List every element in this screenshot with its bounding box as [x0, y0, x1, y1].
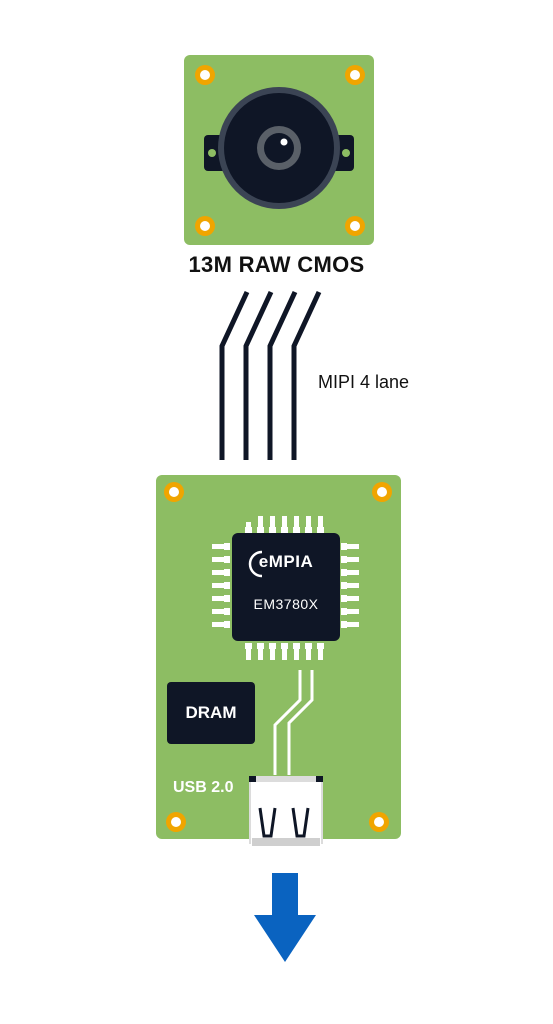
main-mounting-holes [164, 482, 392, 832]
mipi-lane [243, 290, 274, 460]
camera-lens-icon [204, 87, 354, 209]
chip-pins [212, 516, 359, 660]
mipi-lane [219, 290, 250, 460]
dram-chip [167, 682, 255, 744]
usb-trace [287, 670, 314, 775]
usb-port-icon [249, 776, 323, 846]
usb-label: USB 2.0 [173, 779, 234, 796]
chip-brand-logo-icon [248, 550, 263, 578]
usb-trace [273, 670, 302, 775]
dram-label: DRAM [185, 703, 237, 722]
mipi-label: MIPI 4 lane [318, 372, 410, 392]
usb-traces [273, 670, 314, 775]
mipi-lane [291, 290, 322, 460]
camera-mounting-holes [195, 65, 365, 236]
down-arrow-icon [254, 873, 316, 962]
mipi-lanes [219, 290, 322, 460]
chip-brand-label: eMPIA [258, 552, 314, 571]
camera-label: 13M RAW CMOS [188, 252, 365, 277]
mipi-lane [267, 290, 298, 460]
processor-chip [232, 533, 340, 641]
chip-model-label: EM3780X [253, 596, 319, 612]
